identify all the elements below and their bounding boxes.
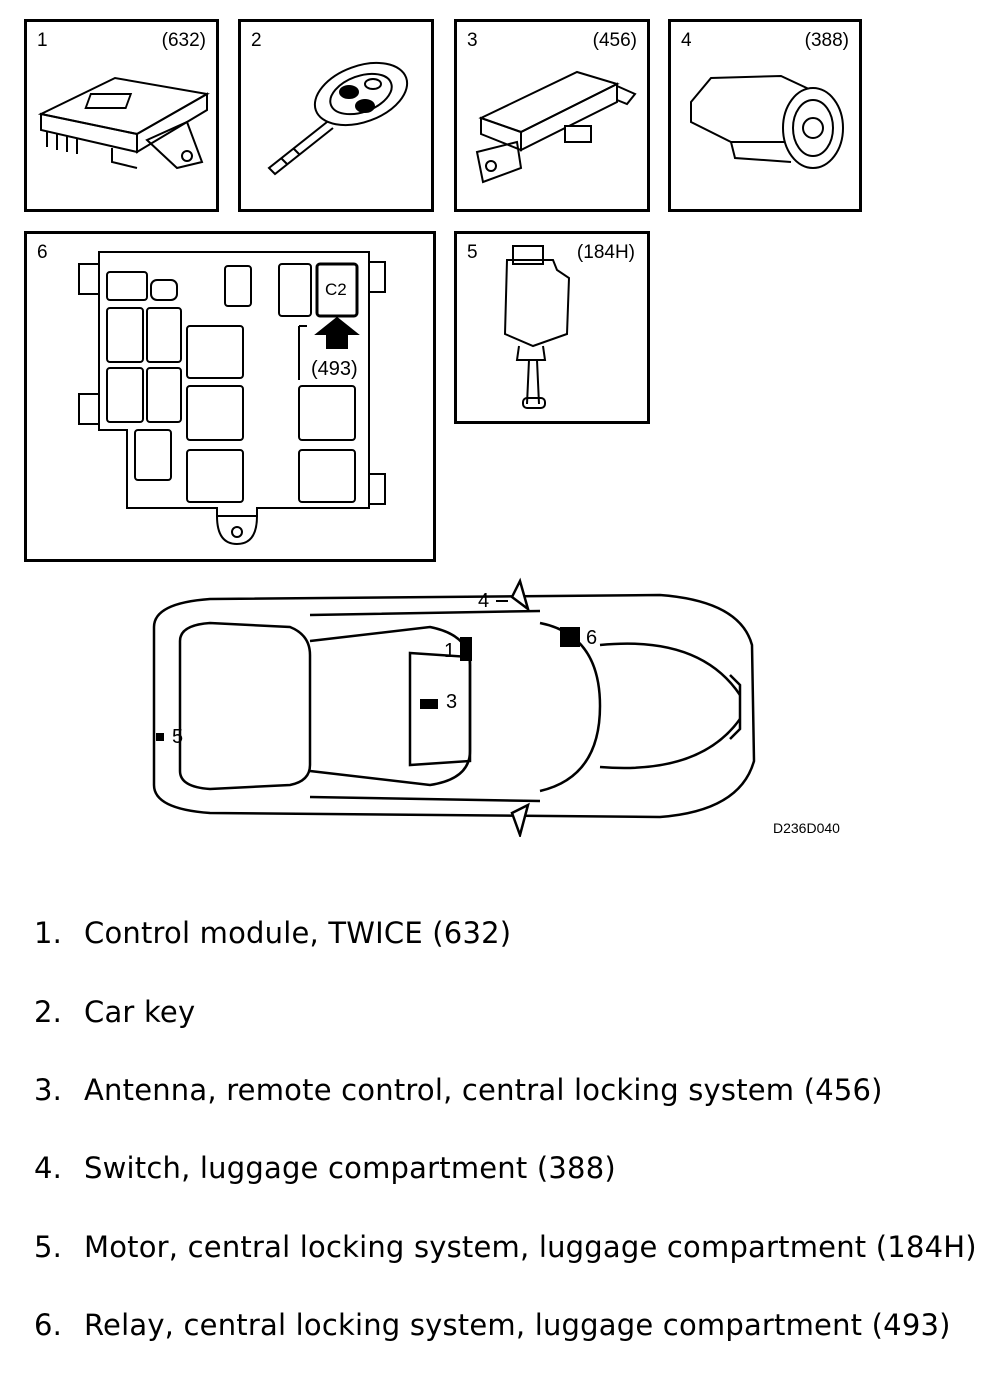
legend-item-5: 5. Motor, central locking system, luggage…	[34, 1230, 977, 1264]
car-callout-6: 6	[586, 627, 598, 649]
control-module-icon	[37, 76, 210, 170]
panel-number: 4	[681, 30, 692, 51]
legend-number: 1.	[34, 916, 63, 950]
legend-text: Antenna, remote control, central locking…	[84, 1073, 883, 1107]
car-key-icon	[267, 61, 409, 176]
legend-text: Relay, central locking system, luggage c…	[84, 1308, 951, 1342]
antenna-icon	[475, 70, 637, 184]
legend-item-6: 6. Relay, central locking system, luggage…	[34, 1308, 951, 1342]
legend-text: Switch, luggage compartment (388)	[84, 1151, 616, 1185]
legend-text: Control module, TWICE (632)	[84, 916, 512, 950]
car-callout-3: 3	[446, 691, 458, 713]
panel-number: 6	[37, 242, 48, 263]
motor-marker	[156, 733, 164, 741]
luggage-switch-icon	[690, 74, 844, 169]
legend-item-4: 4. Switch, luggage compartment (388)	[34, 1151, 616, 1185]
legend-number: 2.	[34, 995, 63, 1029]
legend-item-3: 3. Antenna, remote control, central locki…	[34, 1073, 883, 1107]
car-callout-4: 4	[478, 590, 490, 612]
panel-antenna: 3 (456)	[454, 19, 650, 212]
panel-number: 1	[37, 30, 48, 51]
control-module-marker	[460, 637, 472, 661]
legend-item-2: 2. Car key	[34, 995, 195, 1029]
car-callout-1: 1	[444, 640, 456, 662]
panel-code: (388)	[804, 30, 849, 51]
lock-motor-icon	[503, 245, 571, 409]
panel-lock-motor: 5 (184H)	[454, 231, 650, 424]
panel-luggage-switch: 4 (388)	[668, 19, 862, 212]
car-top-view-diagram	[152, 577, 756, 837]
legend-number: 5.	[34, 1230, 63, 1264]
panel-car-key: 2	[238, 19, 434, 212]
panel-number: 3	[467, 30, 478, 51]
panel-relay-box: 6 C2 (493)	[24, 231, 436, 562]
legend-number: 4.	[34, 1151, 63, 1185]
panel-code: (456)	[592, 30, 637, 51]
relay-callout: (493)	[311, 358, 358, 380]
panel-number: 5	[467, 242, 478, 263]
legend-text: Car key	[84, 995, 196, 1029]
legend-item-1: 1. Control module, TWICE (632)	[34, 916, 511, 950]
antenna-marker	[420, 699, 438, 709]
legend-number: 6.	[34, 1308, 63, 1342]
car-callout-5: 5	[172, 726, 184, 748]
relay-marker	[560, 627, 580, 647]
slot-label-c2: C2	[325, 280, 347, 299]
panel-number: 2	[251, 30, 262, 51]
legend-number: 3.	[34, 1073, 63, 1107]
legend-text: Motor, central locking system, luggage c…	[84, 1230, 977, 1264]
drawing-id: D236D040	[773, 820, 840, 836]
panel-code: (184H)	[576, 242, 635, 263]
panel-code: (632)	[161, 30, 206, 51]
panel-control-module: 1 (632)	[24, 19, 219, 212]
relay-box-icon	[78, 251, 386, 546]
